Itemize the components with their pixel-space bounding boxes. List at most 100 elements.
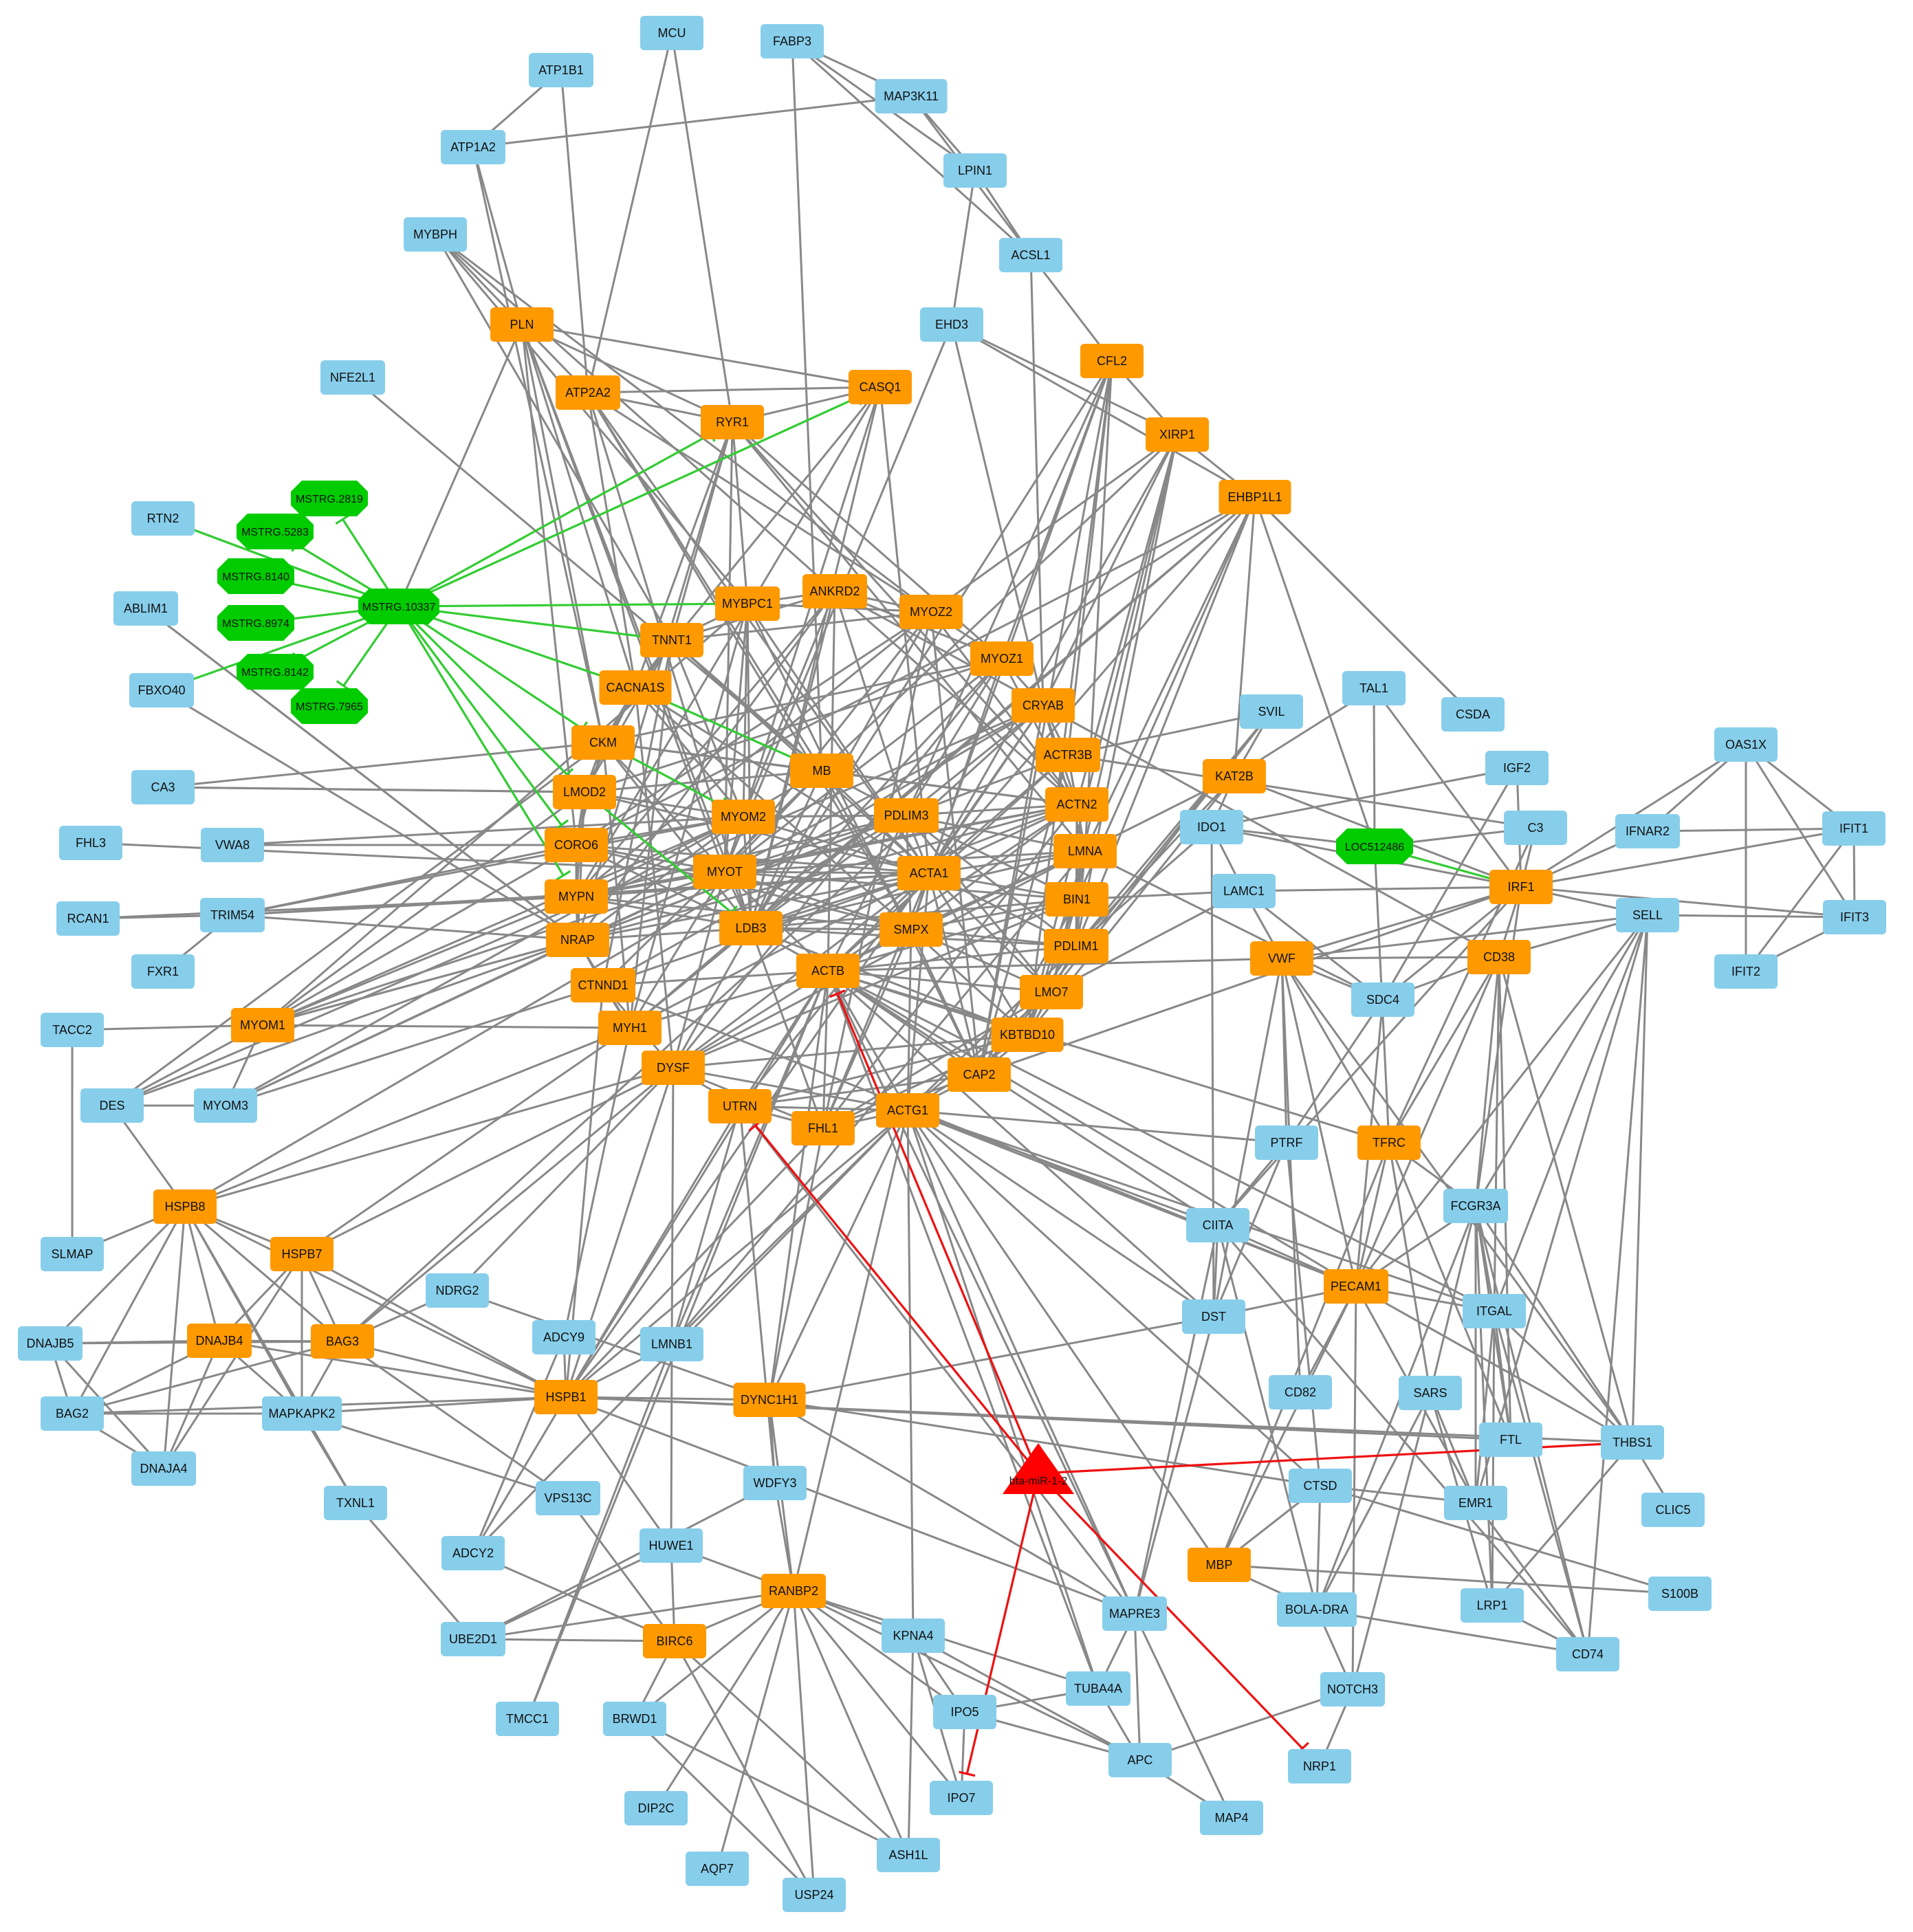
node-map3k11[interactable]: MAP3K11	[875, 79, 948, 113]
node-ifit1[interactable]: IFIT1	[1822, 811, 1885, 846]
node-cd82[interactable]: CD82	[1269, 1375, 1332, 1409]
node-atp1a2[interactable]: ATP1A2	[441, 130, 505, 164]
node-dip2c[interactable]: DIP2C	[624, 1791, 688, 1825]
node-cap2[interactable]: CAP2	[948, 1057, 1011, 1092]
node-tuba4a[interactable]: TUBA4A	[1066, 1671, 1130, 1706]
node-dync1h1[interactable]: DYNC1H1	[733, 1383, 806, 1417]
node-mstrg-2819[interactable]: MSTRG.2819	[291, 481, 368, 516]
node-vwa8[interactable]: VWA8	[201, 828, 264, 862]
node-mapre3[interactable]: MAPRE3	[1102, 1596, 1167, 1631]
node-adcy2[interactable]: ADCY2	[441, 1536, 505, 1570]
node-nrap[interactable]: NRAP	[546, 923, 609, 957]
node-cd38[interactable]: CD38	[1467, 940, 1531, 974]
node-cacna1s[interactable]: CACNA1S	[599, 670, 672, 705]
node-fabp3[interactable]: FABP3	[761, 24, 824, 58]
node-pdlim1[interactable]: PDLIM1	[1044, 929, 1108, 963]
node-mypn[interactable]: MYPN	[545, 879, 608, 914]
node-csda[interactable]: CSDA	[1441, 697, 1505, 732]
node-slmap[interactable]: SLMAP	[41, 1237, 104, 1271]
node-hspb1[interactable]: HSPB1	[534, 1380, 598, 1414]
node-mstrg-8974[interactable]: MSTRG.8974	[217, 605, 294, 641]
node-mb[interactable]: MB	[790, 754, 853, 788]
node-kbtbd10[interactable]: KBTBD10	[991, 1018, 1064, 1052]
node-itgal[interactable]: ITGAL	[1463, 1294, 1526, 1328]
node-lamc1[interactable]: LAMC1	[1212, 874, 1276, 908]
node-pln[interactable]: PLN	[490, 307, 554, 342]
node-ifnar2[interactable]: IFNAR2	[1615, 814, 1680, 848]
node-pdlim3[interactable]: PDLIM3	[874, 798, 939, 833]
node-sdc4[interactable]: SDC4	[1351, 983, 1414, 1017]
node-myoz1[interactable]: MYOZ1	[970, 641, 1034, 676]
node-ryr1[interactable]: RYR1	[701, 405, 764, 439]
node-ifit3[interactable]: IFIT3	[1823, 900, 1886, 934]
node-tmcc1[interactable]: TMCC1	[496, 1702, 559, 1736]
node-trim54[interactable]: TRIM54	[200, 898, 265, 932]
node-atp1b1[interactable]: ATP1B1	[529, 53, 593, 87]
node-s100b[interactable]: S100B	[1648, 1577, 1712, 1611]
node-vps13c[interactable]: VPS13C	[536, 1481, 600, 1515]
node-loc512486[interactable]: LOC512486	[1336, 828, 1413, 864]
node-myom1[interactable]: MYOM1	[231, 1008, 294, 1042]
node-dnajb5[interactable]: DNAJB5	[18, 1326, 83, 1361]
node-kat2b[interactable]: KAT2B	[1203, 759, 1266, 793]
node-ehbp1l1[interactable]: EHBP1L1	[1218, 480, 1291, 514]
node-ube2d1[interactable]: UBE2D1	[441, 1622, 505, 1656]
node-xirp1[interactable]: XIRP1	[1146, 417, 1209, 452]
node-ehd3[interactable]: EHD3	[920, 307, 983, 342]
node-hspb7[interactable]: HSPB7	[270, 1237, 334, 1271]
node-ifit2[interactable]: IFIT2	[1714, 954, 1778, 989]
node-huwe1[interactable]: HUWE1	[640, 1528, 703, 1563]
node-lmo7[interactable]: LMO7	[1020, 975, 1083, 1009]
node-aqp7[interactable]: AQP7	[686, 1852, 749, 1886]
node-ckm[interactable]: CKM	[571, 725, 635, 760]
node-vwf[interactable]: VWF	[1250, 941, 1313, 976]
node-bin1[interactable]: BIN1	[1045, 882, 1108, 916]
node-lmnb1[interactable]: LMNB1	[640, 1327, 703, 1361]
node-svil[interactable]: SVIL	[1240, 694, 1303, 729]
node-bag2[interactable]: BAG2	[41, 1396, 104, 1431]
node-hspb8[interactable]: HSPB8	[153, 1189, 217, 1224]
node-actn2[interactable]: ACTN2	[1045, 787, 1108, 822]
node-bola-dra[interactable]: BOLA-DRA	[1277, 1592, 1357, 1627]
node-mstrg-7965[interactable]: MSTRG.7965	[291, 688, 368, 724]
node-mstrg-5283[interactable]: MSTRG.5283	[237, 514, 314, 549]
node-tnnt1[interactable]: TNNT1	[640, 623, 703, 657]
node-fhl1[interactable]: FHL1	[791, 1111, 855, 1145]
node-mbp[interactable]: MBP	[1188, 1548, 1251, 1582]
node-atp2a2[interactable]: ATP2A2	[556, 375, 620, 410]
node-mapkapk2[interactable]: MAPKAPK2	[262, 1396, 342, 1431]
node-kpna4[interactable]: KPNA4	[882, 1618, 945, 1653]
node-lmna[interactable]: LMNA	[1053, 834, 1117, 868]
node-ankrd2[interactable]: ANKRD2	[802, 574, 867, 608]
node-ranbp2[interactable]: RANBP2	[761, 1574, 826, 1608]
node-casq1[interactable]: CASQ1	[849, 370, 912, 404]
node-fcgr3a[interactable]: FCGR3A	[1443, 1189, 1508, 1223]
node-mybph[interactable]: MYBPH	[404, 217, 467, 252]
node-dysf[interactable]: DYSF	[642, 1051, 705, 1085]
node-ctnnd1[interactable]: CTNND1	[571, 968, 635, 1002]
node-ndrg2[interactable]: NDRG2	[426, 1273, 489, 1308]
node-tal1[interactable]: TAL1	[1342, 671, 1406, 705]
node-ftl[interactable]: FTL	[1479, 1423, 1542, 1457]
node-mstrg-8142[interactable]: MSTRG.8142	[237, 654, 314, 690]
node-nrp1[interactable]: NRP1	[1288, 1749, 1351, 1783]
node-ablim1[interactable]: ABLIM1	[113, 591, 178, 626]
node-acta1[interactable]: ACTA1	[897, 856, 961, 890]
node-mcu[interactable]: MCU	[640, 16, 703, 50]
node-myom3[interactable]: MYOM3	[194, 1088, 257, 1123]
node-pecam1[interactable]: PECAM1	[1324, 1269, 1388, 1304]
node-fbxo40[interactable]: FBXO40	[129, 673, 194, 707]
node-actr3b[interactable]: ACTR3B	[1036, 738, 1100, 772]
node-smpx[interactable]: SMPX	[879, 912, 943, 947]
node-apc[interactable]: APC	[1108, 1743, 1172, 1777]
node-sell[interactable]: SELL	[1616, 898, 1679, 932]
node-usp24[interactable]: USP24	[783, 1878, 846, 1912]
node-utrn[interactable]: UTRN	[708, 1089, 772, 1123]
node-lrp1[interactable]: LRP1	[1461, 1588, 1524, 1623]
node-ctsd[interactable]: CTSD	[1289, 1469, 1352, 1503]
node-lpin1[interactable]: LPIN1	[943, 153, 1007, 188]
node-des[interactable]: DES	[80, 1088, 144, 1123]
node-map4[interactable]: MAP4	[1200, 1801, 1263, 1835]
node-coro6[interactable]: CORO6	[545, 828, 608, 862]
node-fxr1[interactable]: FXR1	[131, 954, 195, 989]
